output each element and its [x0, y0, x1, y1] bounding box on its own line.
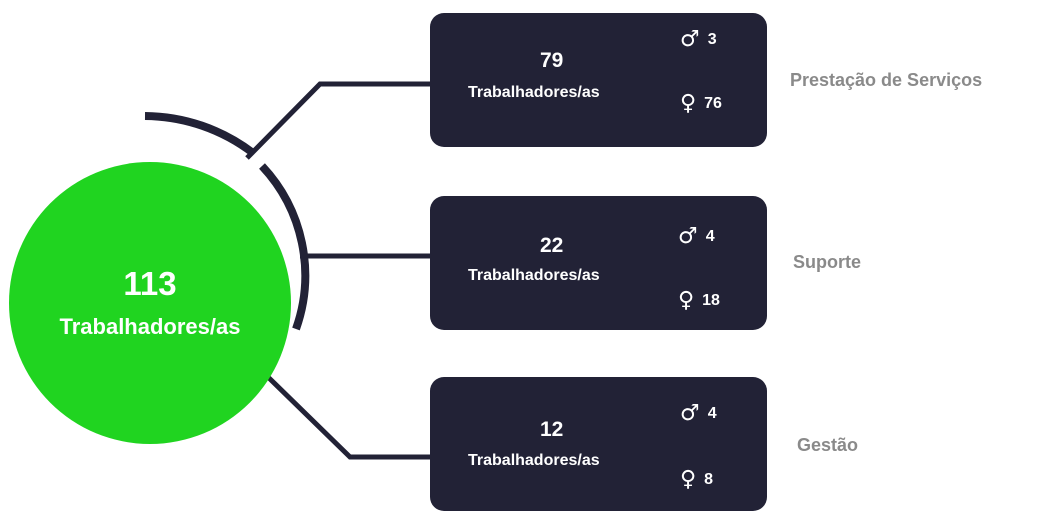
group-count: 12: [540, 418, 564, 441]
male-count: 4: [707, 404, 717, 422]
group-card-gestao: 12 Trabalhadores/as ♂ 4 ♀ 8: [430, 377, 767, 511]
female-count-row: ♀ 76: [680, 91, 722, 116]
group-card-prestacao: 79 Trabalhadores/as ♂ 3 ♀ 76: [430, 13, 767, 147]
dept-label-suporte: Suporte: [793, 252, 862, 272]
group-label: Trabalhadores/as: [468, 452, 600, 469]
group-count: 22: [540, 234, 564, 257]
male-count: 3: [707, 30, 717, 48]
total-label: Trabalhadores/as: [59, 314, 241, 340]
female-icon: ♀: [680, 467, 697, 492]
dept-label-prestacao: Prestação de Serviços: [790, 70, 983, 90]
male-icon: ♂: [680, 27, 700, 52]
female-count-row: ♀ 8: [680, 467, 713, 492]
group-card-suporte: 22 Trabalhadores/as ♂ 4 ♀ 18: [430, 196, 767, 330]
female-count: 8: [704, 470, 714, 488]
group-label: Trabalhadores/as: [468, 267, 600, 284]
dept-label-gestao: Gestão: [797, 435, 859, 455]
arc-top: [144, 112, 256, 157]
male-icon: ♂: [678, 224, 698, 249]
group-label: Trabalhadores/as: [468, 84, 600, 101]
total-hub: 113 Trabalhadores/as: [9, 162, 291, 444]
male-count-row: ♂ 4: [680, 401, 717, 426]
male-icon: ♂: [680, 401, 700, 426]
female-count-row: ♀ 18: [678, 288, 720, 313]
female-icon: ♀: [678, 288, 695, 313]
female-icon: ♀: [680, 91, 697, 116]
arc-middle: [259, 163, 310, 331]
female-count: 76: [704, 94, 722, 112]
male-count-row: ♂ 3: [680, 27, 717, 52]
total-count: 113: [123, 264, 177, 302]
connector-bottom: [266, 375, 430, 460]
connector-top: [245, 81, 430, 160]
group-count: 79: [540, 49, 564, 72]
male-count: 4: [705, 227, 715, 245]
female-count: 18: [702, 291, 720, 309]
male-count-row: ♂ 4: [678, 224, 715, 249]
